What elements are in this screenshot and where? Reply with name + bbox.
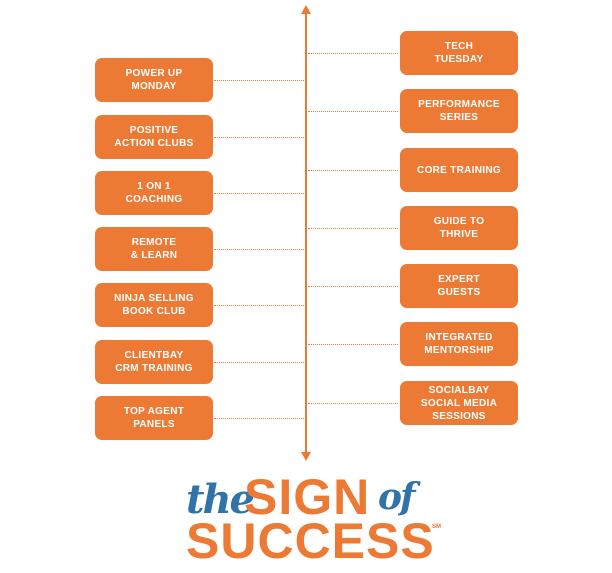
logo-word-the: the (186, 476, 255, 523)
box-label: NINJA SELLING (114, 293, 194, 304)
program-guide-to-thrive: GUIDE TO THRIVE (400, 206, 518, 250)
connector-right (308, 403, 398, 404)
connector-left (214, 249, 304, 250)
box-label: SOCIALBAY (428, 384, 490, 396)
box-label: PANELS (133, 419, 175, 430)
box-label: SOCIAL MEDIA (420, 397, 498, 409)
box-label: SESSIONS (432, 410, 486, 422)
program-performance-series: PERFORMANCE SERIES (400, 89, 518, 133)
program-top-agent-panels: TOP AGENT PANELS (95, 396, 213, 440)
connector-right (308, 53, 398, 54)
program-integrated-mentorship: INTEGRATED MENTORSHIP (400, 322, 518, 366)
program-ninja-selling-book-club: NINJA SELLING BOOK CLUB (95, 283, 213, 327)
box-label: SERIES (439, 112, 479, 123)
box-label: TOP AGENT (123, 406, 185, 417)
connector-right (308, 111, 398, 112)
sign-of-success-logo: the SIGN of SUCCESS SM (0, 468, 612, 573)
connector-left (214, 305, 304, 306)
box-label: & LEARN (130, 250, 178, 261)
axis-arrow-down-icon (301, 452, 311, 461)
connector-right (308, 344, 398, 345)
connector-right (308, 170, 398, 171)
box-label: INTEGRATED (425, 332, 493, 343)
connector-left (214, 362, 304, 363)
box-label: 1 ON 1 (137, 181, 171, 192)
program-tech-tuesday: TECH TUESDAY (400, 31, 518, 75)
box-label: PERFORMANCE (418, 99, 500, 110)
box-label: CRM TRAINING (115, 363, 193, 374)
axis-arrow-up-icon (301, 5, 311, 14)
box-label: COACHING (125, 194, 183, 205)
box-label: THRIVE (439, 229, 479, 240)
box-label: GUIDE TO (433, 216, 485, 227)
connector-right (308, 286, 398, 287)
program-core-training: CORE TRAINING (400, 148, 518, 192)
connector-left (214, 418, 304, 419)
box-label: GUESTS (437, 287, 481, 298)
logo-word-of: of (378, 476, 415, 518)
box-label: TUESDAY (434, 54, 484, 65)
connector-left (214, 80, 304, 81)
program-remote-and-learn: REMOTE & LEARN (95, 227, 213, 271)
box-label: MONDAY (131, 81, 177, 92)
box-label: BOOK CLUB (122, 306, 186, 317)
program-clientbay-crm-training: CLIENTBAY CRM TRAINING (95, 340, 213, 384)
service-mark: SM (432, 524, 441, 530)
logo-word-sign: SIGN (244, 469, 371, 525)
logo-word-success: SUCCESS (186, 513, 435, 569)
box-label: EXPERT (438, 274, 480, 285)
timeline-axis (305, 10, 307, 456)
box-label: MENTORSHIP (424, 345, 494, 356)
box-label: POSITIVE (129, 125, 179, 136)
connector-right (308, 228, 398, 229)
program-1-on-1-coaching: 1 ON 1 COACHING (95, 171, 213, 215)
connector-left (214, 193, 304, 194)
connector-left (214, 137, 304, 138)
box-label: REMOTE (131, 237, 177, 248)
box-label: CLIENTBAY (124, 350, 184, 361)
box-label: CORE TRAINING (417, 164, 501, 176)
program-power-up-monday: POWER UP MONDAY (95, 58, 213, 102)
program-positive-action-clubs: POSITIVE ACTION CLUBS (95, 115, 213, 159)
box-label: ACTION CLUBS (114, 138, 194, 149)
box-label: TECH (444, 41, 474, 52)
box-label: POWER UP (125, 68, 183, 79)
program-expert-guests: EXPERT GUESTS (400, 264, 518, 308)
